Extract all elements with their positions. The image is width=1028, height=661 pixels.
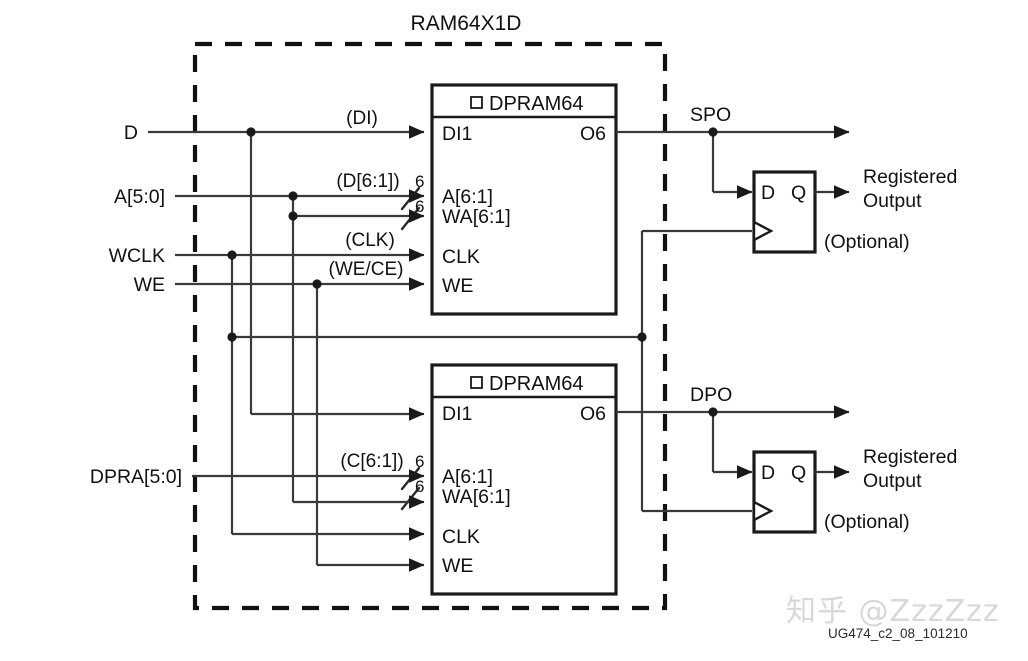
junction-dot [288, 211, 298, 221]
ff-lower-d-pin: D [761, 462, 775, 484]
wire-wclk [175, 248, 642, 541]
wire-clock-to-flipflops [637, 229, 752, 513]
flipflop-lower: D Q Registered Output (Optional) [752, 446, 957, 534]
junction-dot [708, 127, 718, 137]
wire-d-input [148, 125, 425, 421]
page-title: RAM64X1D [411, 12, 522, 35]
junction-dot [227, 332, 237, 342]
ff-upper-output-line1: Registered [863, 166, 957, 188]
junction-dot [637, 332, 647, 342]
junction-dot [288, 191, 298, 201]
pin-we-lower: WE [442, 555, 473, 577]
ram-primitive-boundary [192, 41, 668, 611]
input-label-wclk: WCLK [109, 245, 165, 267]
dpram64-block-upper: DPRAM64 DI1 A[6:1] WA[6:1] CLK WE O6 [430, 83, 618, 316]
pin-we-upper: WE [442, 275, 473, 297]
block-title-lower: DPRAM64 [489, 373, 583, 395]
net-label-di: (DI) [346, 108, 378, 129]
input-label-we: WE [134, 274, 165, 296]
input-label-d: D [124, 122, 138, 144]
pin-wa-upper: WA[6:1] [442, 206, 511, 228]
figure-id: UG474_c2_08_101210 [828, 626, 968, 641]
net-label-we-ce: (WE/CE) [329, 259, 404, 280]
output-label-dpo: DPO [690, 384, 732, 406]
net-label-d-bus: (D[6:1]) [336, 171, 399, 192]
wire-dpo-output [616, 405, 850, 479]
ff-lower-q-pin: Q [791, 462, 806, 484]
wire-spo-output [616, 125, 850, 199]
pin-a-upper: A[6:1] [442, 186, 493, 208]
ff-lower-output-line2: Output [863, 470, 922, 492]
pin-clk-lower: CLK [442, 526, 480, 548]
ff-upper-optional: (Optional) [824, 231, 910, 253]
wire-a-address [175, 189, 425, 509]
pin-o6-upper: O6 [580, 123, 606, 145]
output-label-spo: SPO [690, 104, 731, 126]
ff-upper-q-pin: Q [791, 182, 806, 204]
watermark: 知乎 @ZzzZzz [786, 594, 1000, 629]
input-label-dpra: DPRA[5:0] [90, 466, 182, 488]
pin-di1-upper: DI1 [442, 123, 472, 145]
junction-dot [227, 250, 237, 260]
net-label-clk: (CLK) [345, 230, 395, 251]
bus-width-a-lower: 6 [415, 452, 424, 471]
dpram64-block-lower: DPRAM64 DI1 A[6:1] WA[6:1] CLK WE O6 [430, 363, 618, 596]
bus-width-a-upper: 6 [415, 172, 424, 191]
pin-wa-lower: WA[6:1] [442, 486, 511, 508]
bus-width-wa-lower: 6 [415, 477, 424, 496]
net-label-c-bus: (C[6:1]) [340, 451, 403, 472]
pin-di1-lower: DI1 [442, 403, 472, 425]
bus-width-wa-upper: 6 [415, 197, 424, 216]
ff-lower-optional: (Optional) [824, 511, 910, 533]
ff-upper-output-line2: Output [863, 190, 922, 212]
input-label-a: A[5:0] [114, 186, 165, 208]
pin-a-lower: A[6:1] [442, 466, 493, 488]
ff-upper-d-pin: D [761, 182, 775, 204]
junction-dot [246, 127, 256, 137]
ff-lower-output-line1: Registered [863, 446, 957, 468]
wire-we [175, 277, 425, 572]
block-title-upper: DPRAM64 [489, 93, 583, 115]
junction-dot [708, 407, 718, 417]
pin-o6-lower: O6 [580, 403, 606, 425]
flipflop-upper: D Q Registered Output (Optional) [752, 166, 957, 254]
block-symbol-icon [470, 376, 483, 389]
junction-dot [312, 279, 322, 289]
pin-clk-upper: CLK [442, 246, 480, 268]
block-symbol-icon [470, 96, 483, 109]
